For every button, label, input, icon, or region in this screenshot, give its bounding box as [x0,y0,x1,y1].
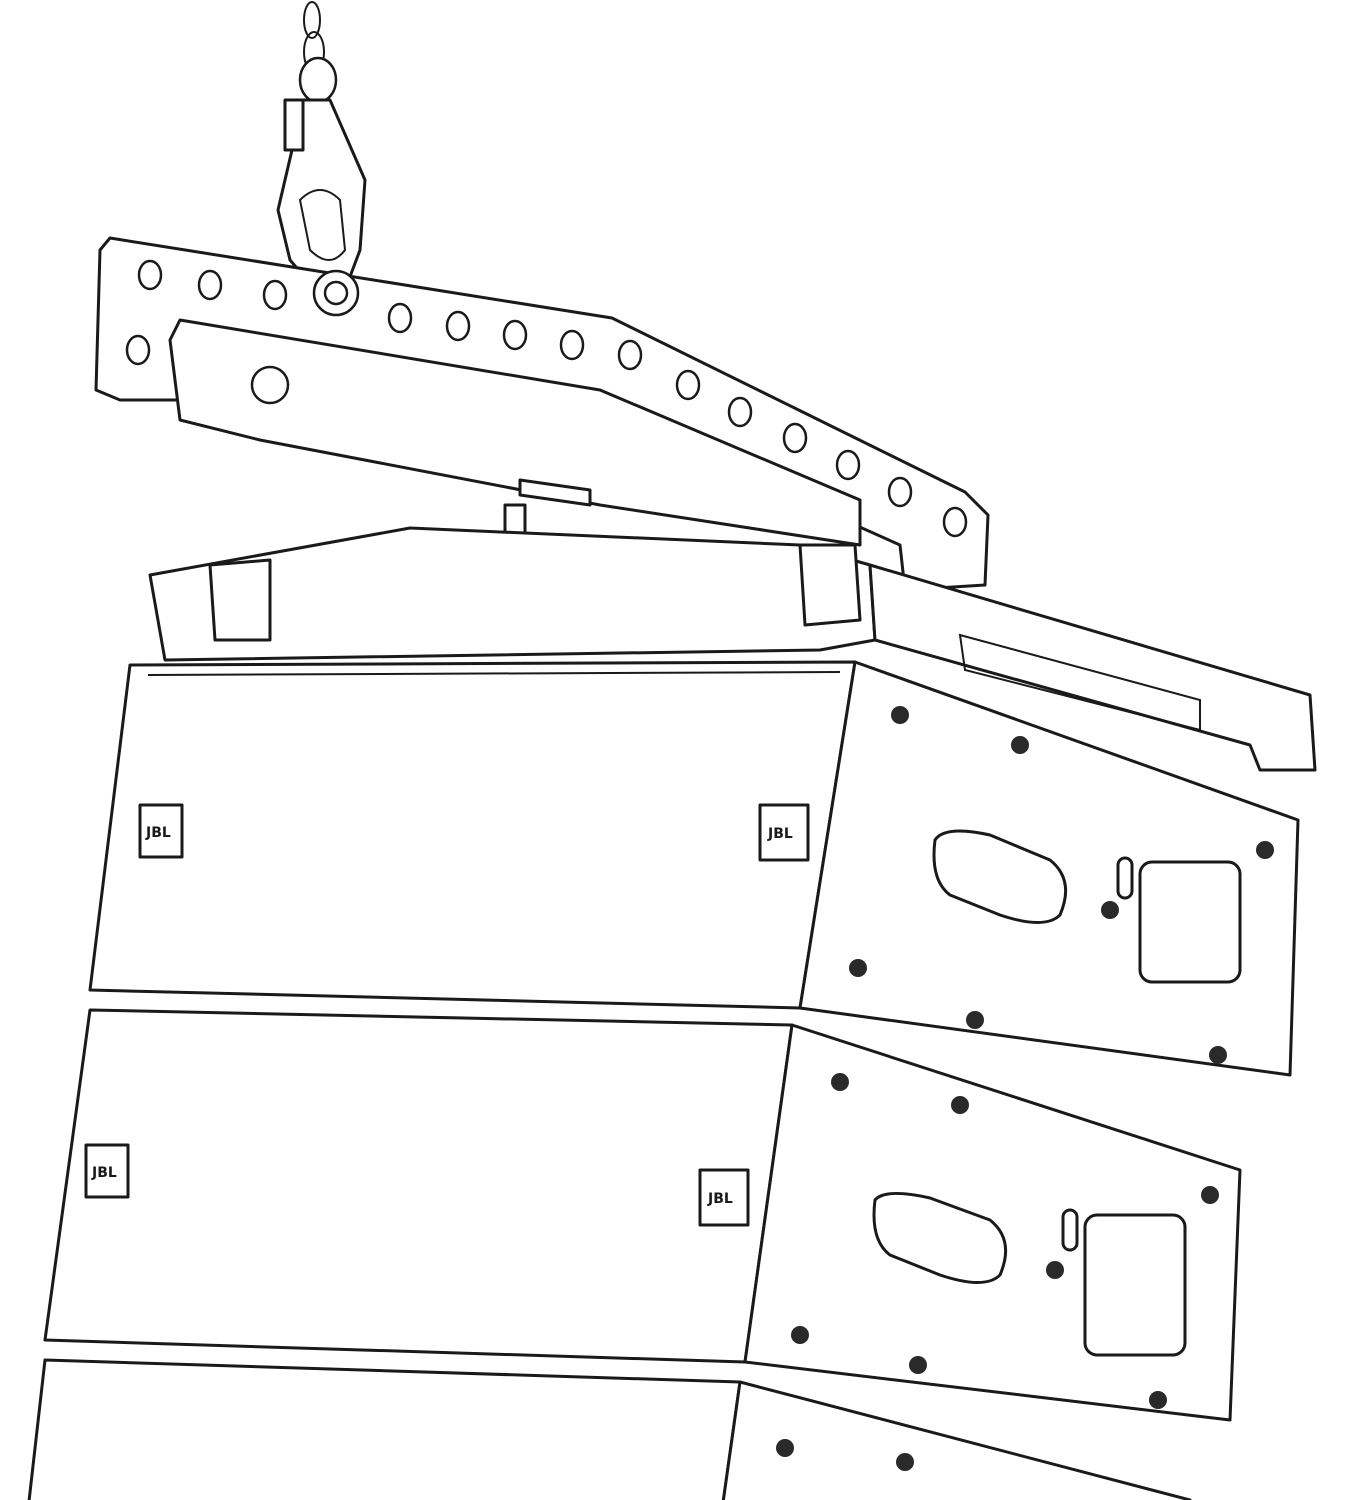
screw [776,1439,794,1457]
screw [1046,1261,1064,1279]
screw [966,1011,984,1029]
frame-hole [137,259,163,291]
screw [1011,736,1029,754]
frame-hole [197,269,223,301]
jbl-logo: JBL [84,1143,130,1199]
screw [891,706,909,724]
screw [951,1096,969,1114]
shackle [276,98,367,297]
svg-text:JBL: JBL [91,1165,117,1181]
screw [909,1356,927,1374]
screw [831,1073,849,1091]
speaker-cabinets: JBL JBL JBL JBL [27,660,1300,1500]
jbl-logo: JBL [138,803,184,859]
speaker-cabinet-1 [88,660,1300,1077]
frame-hole [942,506,968,538]
speaker-cabinet-2 [43,1008,1242,1422]
frame-hole [782,422,808,454]
screw [896,1453,914,1471]
cabinet-screws [776,706,1274,1471]
svg-text:JBL: JBL [707,1191,733,1207]
top-rigging-plate [148,526,1317,772]
frame-hole [262,279,288,311]
frame-holes [125,259,968,538]
screw [1101,901,1119,919]
jbl-logo: JBL [758,803,810,862]
screw [1209,1046,1227,1064]
frame-hole [559,329,585,361]
jbl-logos: JBL JBL JBL JBL [84,803,810,1227]
bumper-frame [94,236,990,617]
chain [298,1,338,104]
frame-hole [617,339,643,371]
frame-hole [387,302,413,334]
svg-text:JBL: JBL [145,825,171,841]
svg-text:JBL: JBL [767,826,793,842]
frame-hole [445,310,471,342]
frame-hole [727,396,753,428]
screw [849,959,867,977]
jbl-logo: JBL [698,1168,750,1227]
frame-hole [125,334,151,366]
screw [1201,1186,1219,1204]
screw [1256,841,1274,859]
frame-hole [887,476,913,508]
frame-hole [502,319,528,351]
screw [791,1326,809,1344]
screw [1149,1391,1167,1409]
speaker-cabinet-3 [27,1358,1192,1500]
frame-hole [835,449,861,481]
frame-hole [675,369,701,401]
